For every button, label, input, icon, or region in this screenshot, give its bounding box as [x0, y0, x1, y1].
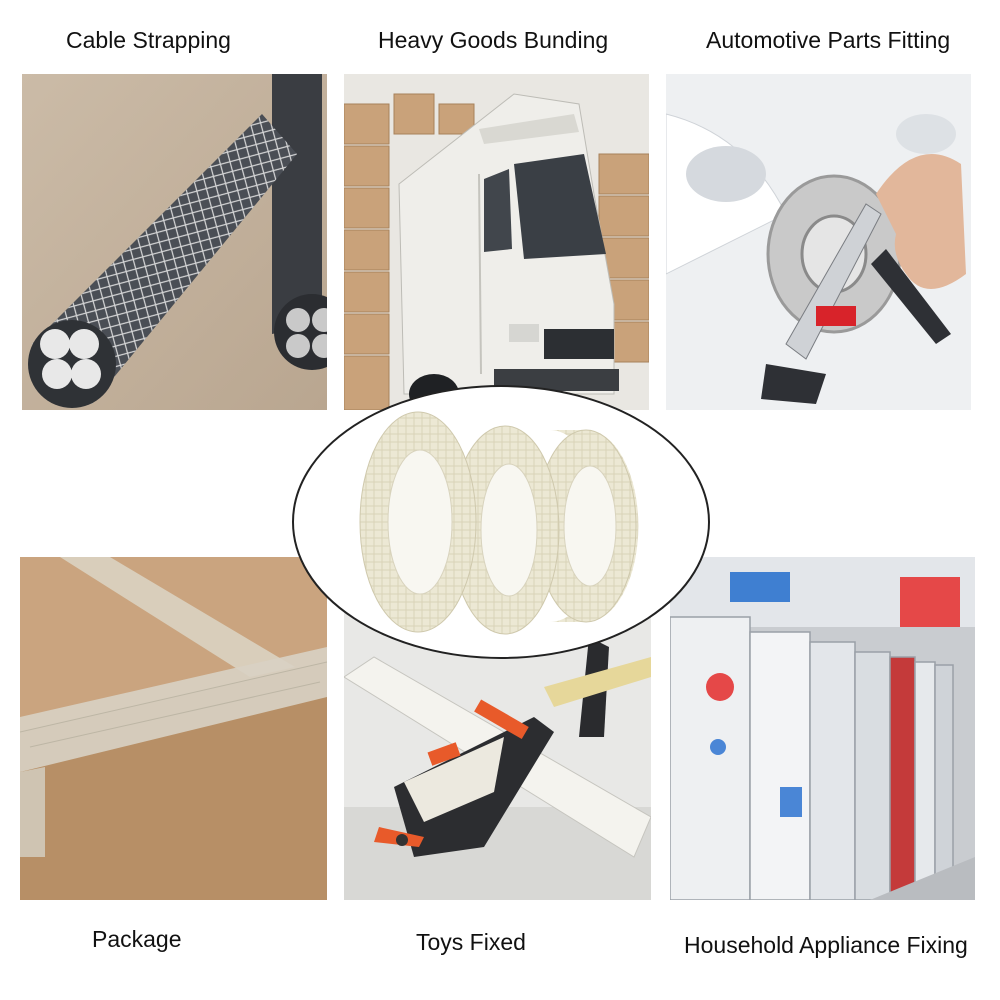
photo-household-appliance-fixing	[670, 557, 975, 900]
label-package: Package	[92, 926, 182, 952]
photo-cable-strapping	[22, 74, 327, 410]
center-tape-rolls-oval	[290, 382, 712, 662]
label-heavy-goods-bunding: Heavy Goods Bunding	[378, 27, 609, 53]
tape-roll-1	[359, 411, 477, 633]
photo-package	[20, 557, 327, 900]
photo-automotive-parts-fitting	[666, 74, 971, 410]
label-automotive-parts-fitting: Automotive Parts Fitting	[706, 27, 951, 53]
label-cable-strapping: Cable Strapping	[66, 27, 231, 53]
tape-roll-2	[450, 425, 560, 635]
label-toys-fixed: Toys Fixed	[416, 929, 526, 955]
photo-heavy-goods-bunding	[344, 74, 649, 410]
tape-roll-3	[535, 429, 639, 623]
label-household-appliance-fixing: Household Appliance Fixing	[684, 932, 968, 958]
